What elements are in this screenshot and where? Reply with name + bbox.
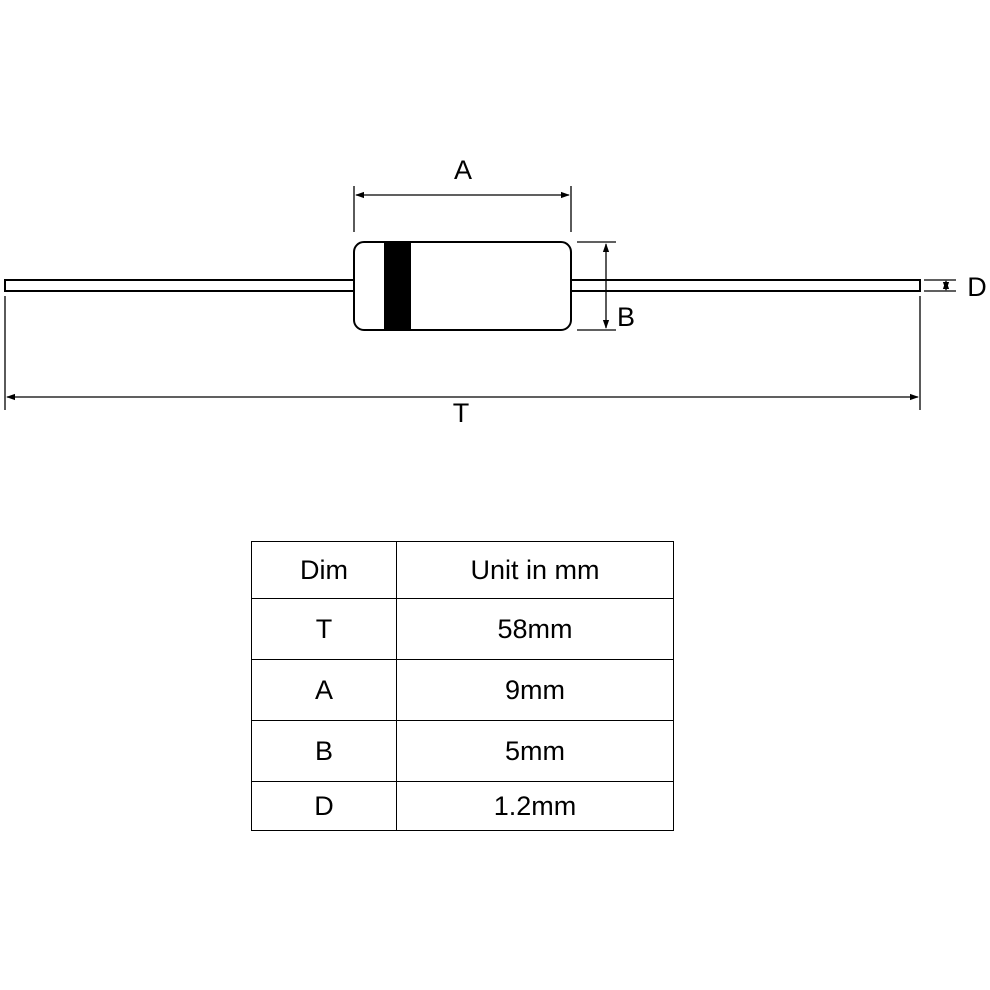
- cathode-band: [384, 242, 411, 330]
- table-cell-dim: T: [251, 598, 397, 660]
- right-lead: [570, 279, 921, 292]
- table-row: B 5mm: [251, 720, 674, 782]
- table-cell-dim: B: [251, 720, 397, 782]
- diode-outline-drawing: A B D T: [4, 155, 987, 428]
- table-header-dim: Dim: [251, 541, 397, 599]
- table-cell-dim: A: [251, 659, 397, 721]
- dimension-b-label: B: [617, 302, 635, 332]
- table-header-row: Dim Unit in mm: [251, 541, 674, 599]
- dimension-d-label: D: [967, 272, 987, 302]
- table-row: T 58mm: [251, 598, 674, 660]
- table-cell-dim: D: [251, 781, 397, 831]
- dimension-a: [353, 186, 572, 232]
- table-row: A 9mm: [251, 659, 674, 721]
- table-row: D 1.2mm: [251, 781, 674, 831]
- dimension-d: [924, 279, 956, 292]
- dimension-t-label: T: [453, 398, 470, 428]
- table-cell-value: 5mm: [396, 720, 674, 782]
- table-header-unit: Unit in mm: [396, 541, 674, 599]
- table-cell-value: 9mm: [396, 659, 674, 721]
- table-cell-value: 1.2mm: [396, 781, 674, 831]
- dimension-a-label: A: [454, 155, 472, 185]
- dimension-b: [577, 241, 616, 331]
- dimension-table: Dim Unit in mm T 58mm A 9mm B 5mm D 1.2m…: [251, 541, 674, 831]
- left-lead: [4, 279, 355, 292]
- table-cell-value: 58mm: [396, 598, 674, 660]
- dimension-t: [4, 296, 921, 410]
